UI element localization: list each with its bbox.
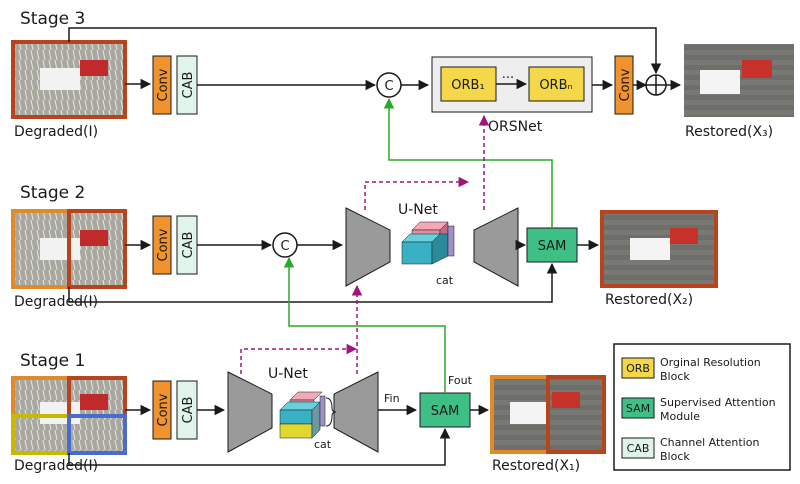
svg-text:Module: Module (660, 410, 700, 423)
svg-text:C: C (280, 239, 289, 254)
stage2-feature-cubes (401, 221, 455, 265)
stage1-cat-label: cat (314, 438, 332, 451)
stage3-input-image (11, 40, 127, 119)
stage1-cab-block: CAB (176, 380, 198, 440)
legend-item-cab: CAB Channel Attention Block (621, 436, 759, 463)
stage2-sam-block: SAM (526, 227, 578, 263)
stage2-concat-node: C (272, 232, 298, 258)
stage1-input-caption: Degraded(I) (14, 458, 98, 474)
svg-text:CAB: CAB (627, 442, 650, 455)
svg-text:Block: Block (660, 450, 690, 463)
svg-text:CAB: CAB (181, 397, 196, 424)
svg-text:Channel Attention: Channel Attention (660, 436, 759, 449)
stage2-cab-block: CAB (176, 215, 198, 275)
stage2-output-caption: Restored(X₂) (605, 292, 693, 308)
stage2-cat-label: cat (436, 274, 454, 287)
svg-text:SAM: SAM (626, 402, 650, 415)
stage3-input-caption: Degraded(I) (14, 124, 98, 140)
orsnet-label: ORSNet (488, 119, 543, 135)
svg-text:CAB: CAB (181, 232, 196, 259)
stage2-conv-block: Conv (152, 215, 172, 275)
svg-text:ORB₁: ORB₁ (451, 78, 484, 93)
stage3-output-image (684, 44, 794, 117)
svg-text:Orginal Resolution: Orginal Resolution (660, 356, 761, 369)
stage1-encoder-dashed-line (240, 343, 358, 374)
stage1-input-image (11, 376, 127, 455)
stage1-output-image (490, 375, 606, 454)
svg-text:C: C (384, 79, 393, 94)
legend-box: ORB Orginal Resolution Block SAM Supervi… (613, 343, 791, 471)
stage3-sum-node (645, 74, 667, 96)
legend-item-orb: ORB Orginal Resolution Block (621, 356, 761, 383)
legend-item-sam: SAM Supervised Attention Module (621, 396, 776, 423)
stage2-unet (345, 207, 519, 287)
stage2-title: Stage 2 (20, 183, 85, 203)
orsnet-block: ORB₁ ··· ORBₙ (431, 56, 593, 113)
stage3-cab-block: CAB (176, 55, 198, 115)
stage2-unet-label: U-Net (398, 202, 438, 218)
svg-text:Block: Block (660, 370, 690, 383)
stage1-unet-label: U-Net (268, 366, 308, 382)
stage1-conv-block: Conv (152, 380, 172, 440)
svg-text:Conv: Conv (618, 68, 633, 101)
f-in-label: Fin (384, 392, 400, 405)
stage2-encoder-dashed-line (364, 176, 470, 210)
stage2-input-caption: Degraded(I) (14, 294, 98, 310)
svg-text:SAM: SAM (431, 404, 460, 419)
stage2-skip-line (68, 262, 558, 303)
stage2-input-image (11, 209, 127, 289)
stage2-output-image (600, 210, 718, 288)
f-out-label: Fout (448, 374, 473, 387)
svg-text:···: ··· (502, 71, 514, 86)
svg-text:ORBₙ: ORBₙ (539, 78, 572, 93)
orbn-block (528, 66, 585, 102)
stage3-out-conv-block: Conv (614, 55, 634, 115)
stage1-title: Stage 1 (20, 351, 85, 371)
svg-text:CAB: CAB (181, 72, 196, 99)
svg-text:Supervised Attention: Supervised Attention (660, 396, 776, 409)
orb1-block (440, 66, 497, 102)
stage3-skip-line (68, 27, 662, 75)
stage1-feature-cubes (279, 391, 326, 439)
stage1-sam-block: SAM (419, 392, 471, 428)
svg-text:Conv: Conv (156, 68, 171, 101)
stage1-skip-line (68, 427, 451, 466)
svg-text:Conv: Conv (156, 393, 171, 426)
stage3-output-caption: Restored(X₃) (685, 124, 773, 140)
stage3-concat-node: C (376, 72, 402, 98)
stage1-to-stage2-green-line (283, 256, 446, 393)
stage3-conv-block: Conv (152, 55, 172, 115)
stage3-title: Stage 3 (20, 9, 85, 29)
stage2-to-stage3-green-line (383, 97, 553, 228)
svg-text:ORB: ORB (626, 362, 650, 375)
svg-text:Conv: Conv (156, 228, 171, 261)
svg-text:SAM: SAM (538, 239, 567, 254)
stage1-output-caption: Restored(X₁) (492, 458, 580, 474)
stage1-unet (227, 371, 379, 453)
